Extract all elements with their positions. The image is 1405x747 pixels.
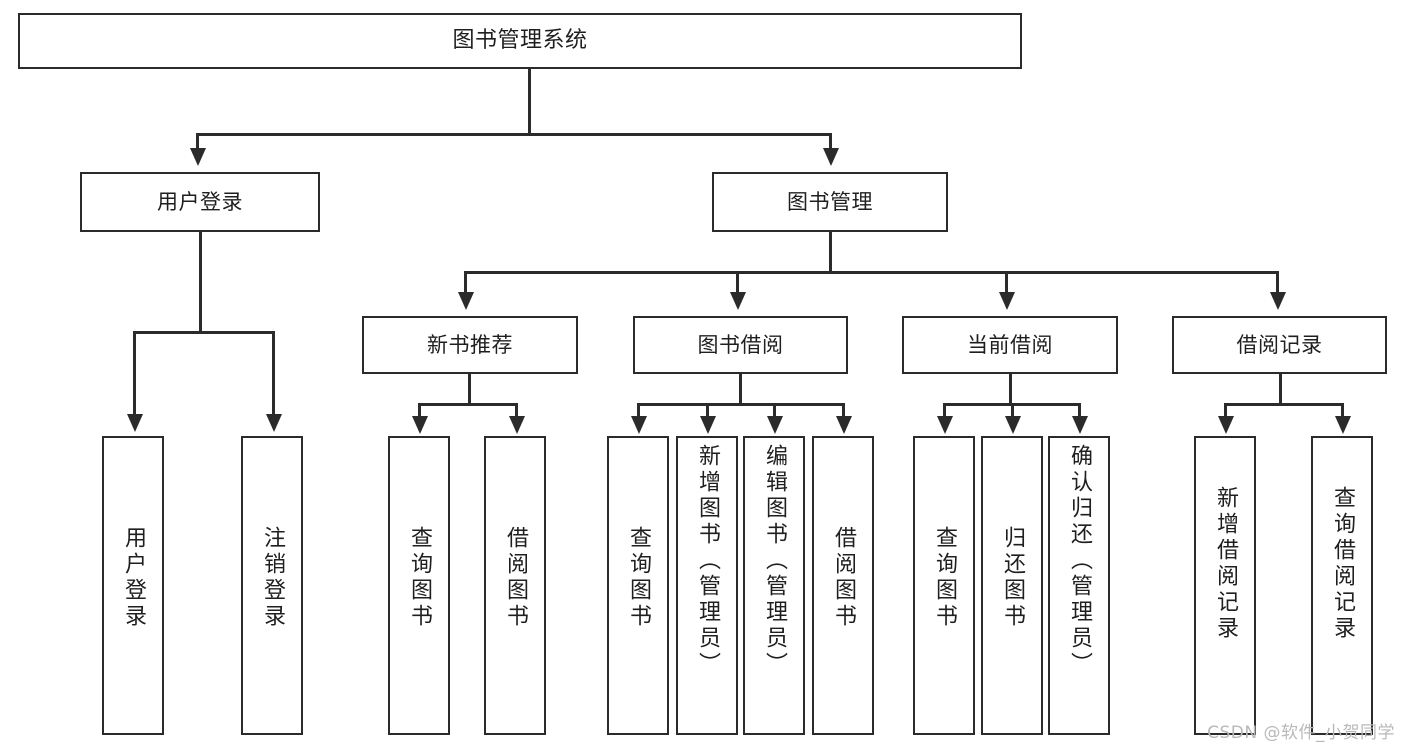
connector-new-book-drop-1 xyxy=(418,403,421,418)
connector-borrow-record-drop-1 xyxy=(1224,403,1227,418)
arrow-book-manage-child-4 xyxy=(1270,292,1286,310)
connector-user-login-drop-2 xyxy=(272,331,275,416)
connector-book-borrow-drop-1 xyxy=(637,403,640,418)
leaf-confirm-return[interactable]: 确认归还（管理员） xyxy=(1048,436,1110,735)
leaf-add-borrow-record[interactable]: 新增借阅记录 xyxy=(1194,436,1256,735)
connector-current-borrow-stem xyxy=(1009,374,1012,405)
connector-user-login-bus xyxy=(133,331,275,334)
arrow-root-to-book-manage xyxy=(823,148,839,166)
leaf-borrow-book-1[interactable]: 借阅图书 xyxy=(484,436,546,735)
arrow-borrow-record-leaf-1 xyxy=(1218,416,1234,434)
connector-book-borrow-stem xyxy=(739,374,742,405)
arrow-book-manage-child-1 xyxy=(458,292,474,310)
arrow-current-borrow-leaf-1 xyxy=(937,416,953,434)
connector-root-to-book-manage xyxy=(829,133,832,151)
node-label: 用户登录 xyxy=(121,526,146,630)
node-borrow-record[interactable]: 借阅记录 xyxy=(1172,316,1387,374)
node-label: 确认归还（管理员） xyxy=(1067,444,1092,678)
node-label: 新增借阅记录 xyxy=(1213,486,1238,642)
connector-user-login-drop-1 xyxy=(133,331,136,416)
arrow-user-login-leaf-2 xyxy=(266,414,282,432)
connector-book-manage-drop-4 xyxy=(1276,271,1279,293)
connector-root-bus xyxy=(196,133,832,136)
node-label: 图书管理系统 xyxy=(452,28,588,54)
arrow-borrow-record-leaf-2 xyxy=(1335,416,1351,434)
node-label: 新书推荐 xyxy=(427,332,513,357)
connector-new-book-drop-2 xyxy=(515,403,518,418)
connector-root-to-user-login xyxy=(196,133,199,151)
connector-book-borrow-drop-3 xyxy=(773,403,776,418)
connector-book-manage-drop-3 xyxy=(1005,271,1008,293)
node-label: 编辑图书（管理员） xyxy=(762,444,787,678)
node-label: 查询借阅记录 xyxy=(1330,486,1355,642)
connector-current-borrow-drop-1 xyxy=(943,403,946,418)
leaf-add-book[interactable]: 新增图书（管理员） xyxy=(676,436,738,735)
node-label: 查询图书 xyxy=(407,526,432,630)
arrow-book-manage-child-2 xyxy=(730,292,746,310)
arrow-book-borrow-leaf-2 xyxy=(700,416,716,434)
connector-book-manage-drop-2 xyxy=(736,271,739,293)
node-label: 借阅图书 xyxy=(831,526,856,630)
arrow-user-login-leaf-1 xyxy=(127,414,143,432)
node-label: 查询图书 xyxy=(626,526,651,630)
connector-user-login-stem xyxy=(199,232,202,333)
node-label: 当前借阅 xyxy=(967,332,1053,357)
connector-book-borrow-drop-2 xyxy=(706,403,709,418)
node-label: 借阅记录 xyxy=(1236,332,1323,357)
leaf-query-book-3[interactable]: 查询图书 xyxy=(913,436,975,735)
connector-book-manage-stem xyxy=(829,232,832,274)
connector-book-borrow-bus xyxy=(637,403,845,406)
node-root-system[interactable]: 图书管理系统 xyxy=(18,13,1022,69)
arrow-book-borrow-leaf-3 xyxy=(767,416,783,434)
node-label: 借阅图书 xyxy=(503,526,528,630)
connector-new-book-stem xyxy=(468,374,471,405)
connector-borrow-record-bus xyxy=(1224,403,1344,406)
connector-current-borrow-bus xyxy=(943,403,1078,406)
node-label: 图书管理 xyxy=(787,189,873,214)
node-label: 用户登录 xyxy=(157,189,243,214)
node-label: 图书借阅 xyxy=(697,332,784,357)
connector-book-manage-bus xyxy=(464,271,1279,274)
node-label: 新增图书（管理员） xyxy=(695,444,720,678)
connector-borrow-record-stem xyxy=(1279,374,1282,405)
node-label: 查询图书 xyxy=(932,526,957,630)
arrow-book-manage-child-3 xyxy=(999,292,1015,310)
connector-borrow-record-drop-2 xyxy=(1341,403,1344,418)
connector-current-borrow-drop-2 xyxy=(1011,403,1014,418)
arrow-book-borrow-leaf-1 xyxy=(631,416,647,434)
connector-current-borrow-drop-3 xyxy=(1078,403,1081,418)
node-book-manage[interactable]: 图书管理 xyxy=(712,172,948,232)
leaf-user-login[interactable]: 用户登录 xyxy=(102,436,164,735)
node-current-borrow[interactable]: 当前借阅 xyxy=(902,316,1118,374)
leaf-query-borrow-record[interactable]: 查询借阅记录 xyxy=(1311,436,1373,735)
arrow-new-book-leaf-2 xyxy=(509,416,525,434)
node-new-book-recommend[interactable]: 新书推荐 xyxy=(362,316,578,374)
node-label: 归还图书 xyxy=(1000,526,1025,630)
arrow-new-book-leaf-1 xyxy=(412,416,428,434)
arrow-current-borrow-leaf-3 xyxy=(1072,416,1088,434)
leaf-logout-login[interactable]: 注销登录 xyxy=(241,436,303,735)
arrow-root-to-user-login xyxy=(190,148,206,166)
arrow-current-borrow-leaf-2 xyxy=(1005,416,1021,434)
connector-book-manage-drop-1 xyxy=(464,271,467,293)
node-label: 注销登录 xyxy=(260,526,285,630)
leaf-query-book-1[interactable]: 查询图书 xyxy=(388,436,450,735)
node-user-login[interactable]: 用户登录 xyxy=(80,172,320,232)
leaf-edit-book[interactable]: 编辑图书（管理员） xyxy=(743,436,805,735)
leaf-return-book[interactable]: 归还图书 xyxy=(981,436,1043,735)
connector-new-book-bus xyxy=(418,403,518,406)
watermark-text: CSDN @软件_小贺同学 xyxy=(1207,723,1395,743)
node-book-borrow[interactable]: 图书借阅 xyxy=(633,316,848,374)
arrow-book-borrow-leaf-4 xyxy=(836,416,852,434)
connector-root-stem xyxy=(528,69,531,135)
leaf-query-book-2[interactable]: 查询图书 xyxy=(607,436,669,735)
connector-book-borrow-drop-4 xyxy=(842,403,845,418)
leaf-borrow-book-2[interactable]: 借阅图书 xyxy=(812,436,874,735)
